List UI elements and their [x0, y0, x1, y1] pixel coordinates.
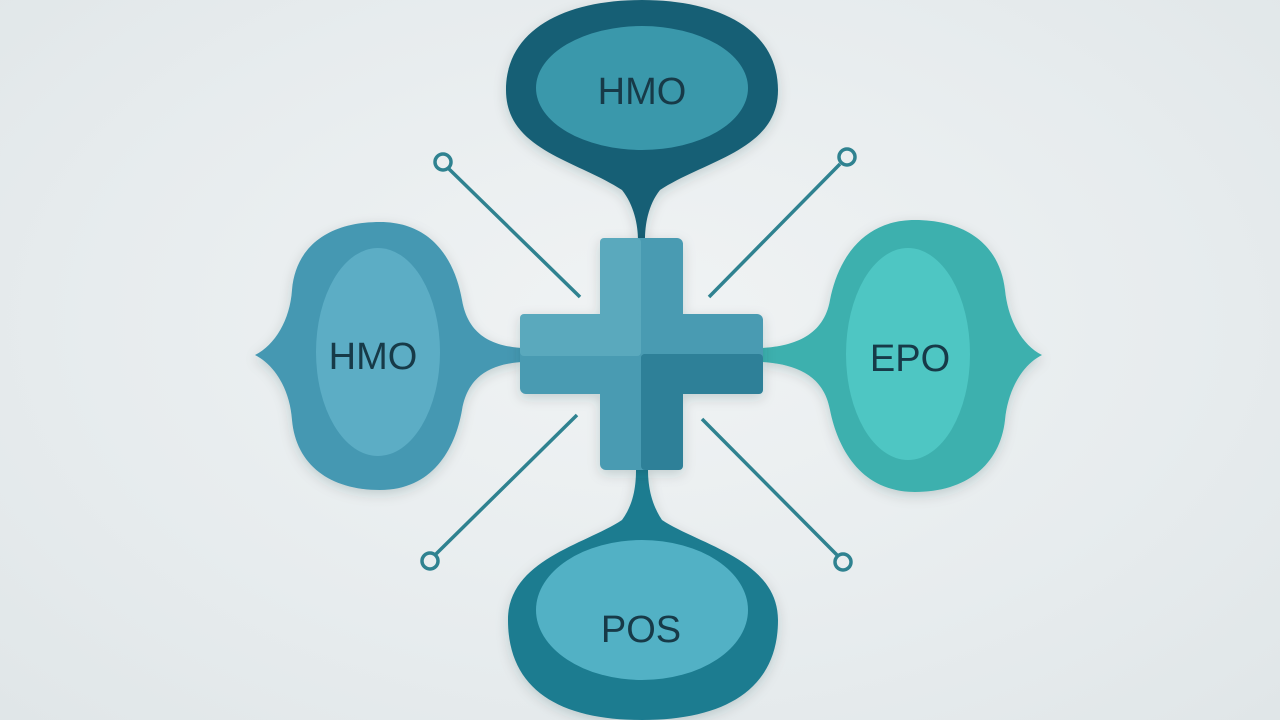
connectors — [420, 147, 857, 572]
node-left-inner — [316, 248, 440, 456]
medical-cross-icon — [520, 238, 763, 470]
connector-top-right — [707, 147, 857, 299]
node-bottom-inner — [536, 540, 748, 680]
node-bottom: POS — [508, 470, 778, 720]
node-left-label: HMO — [329, 336, 418, 378]
node-right: EPO — [762, 220, 1042, 492]
node-right-label: EPO — [870, 338, 950, 380]
cross-facet-left-top — [520, 314, 641, 356]
connector-bottom-right — [700, 417, 853, 572]
connector-bottom-left — [420, 413, 579, 571]
node-bottom-label: POS — [601, 609, 681, 651]
node-right-inner — [846, 248, 970, 460]
cross-facet-right-bottom — [641, 354, 763, 394]
node-top: HMO — [506, 0, 778, 240]
node-top-label: HMO — [598, 71, 687, 113]
node-left: HMO — [255, 222, 522, 490]
node-top-inner — [536, 26, 748, 150]
connector-top-left — [433, 152, 582, 299]
